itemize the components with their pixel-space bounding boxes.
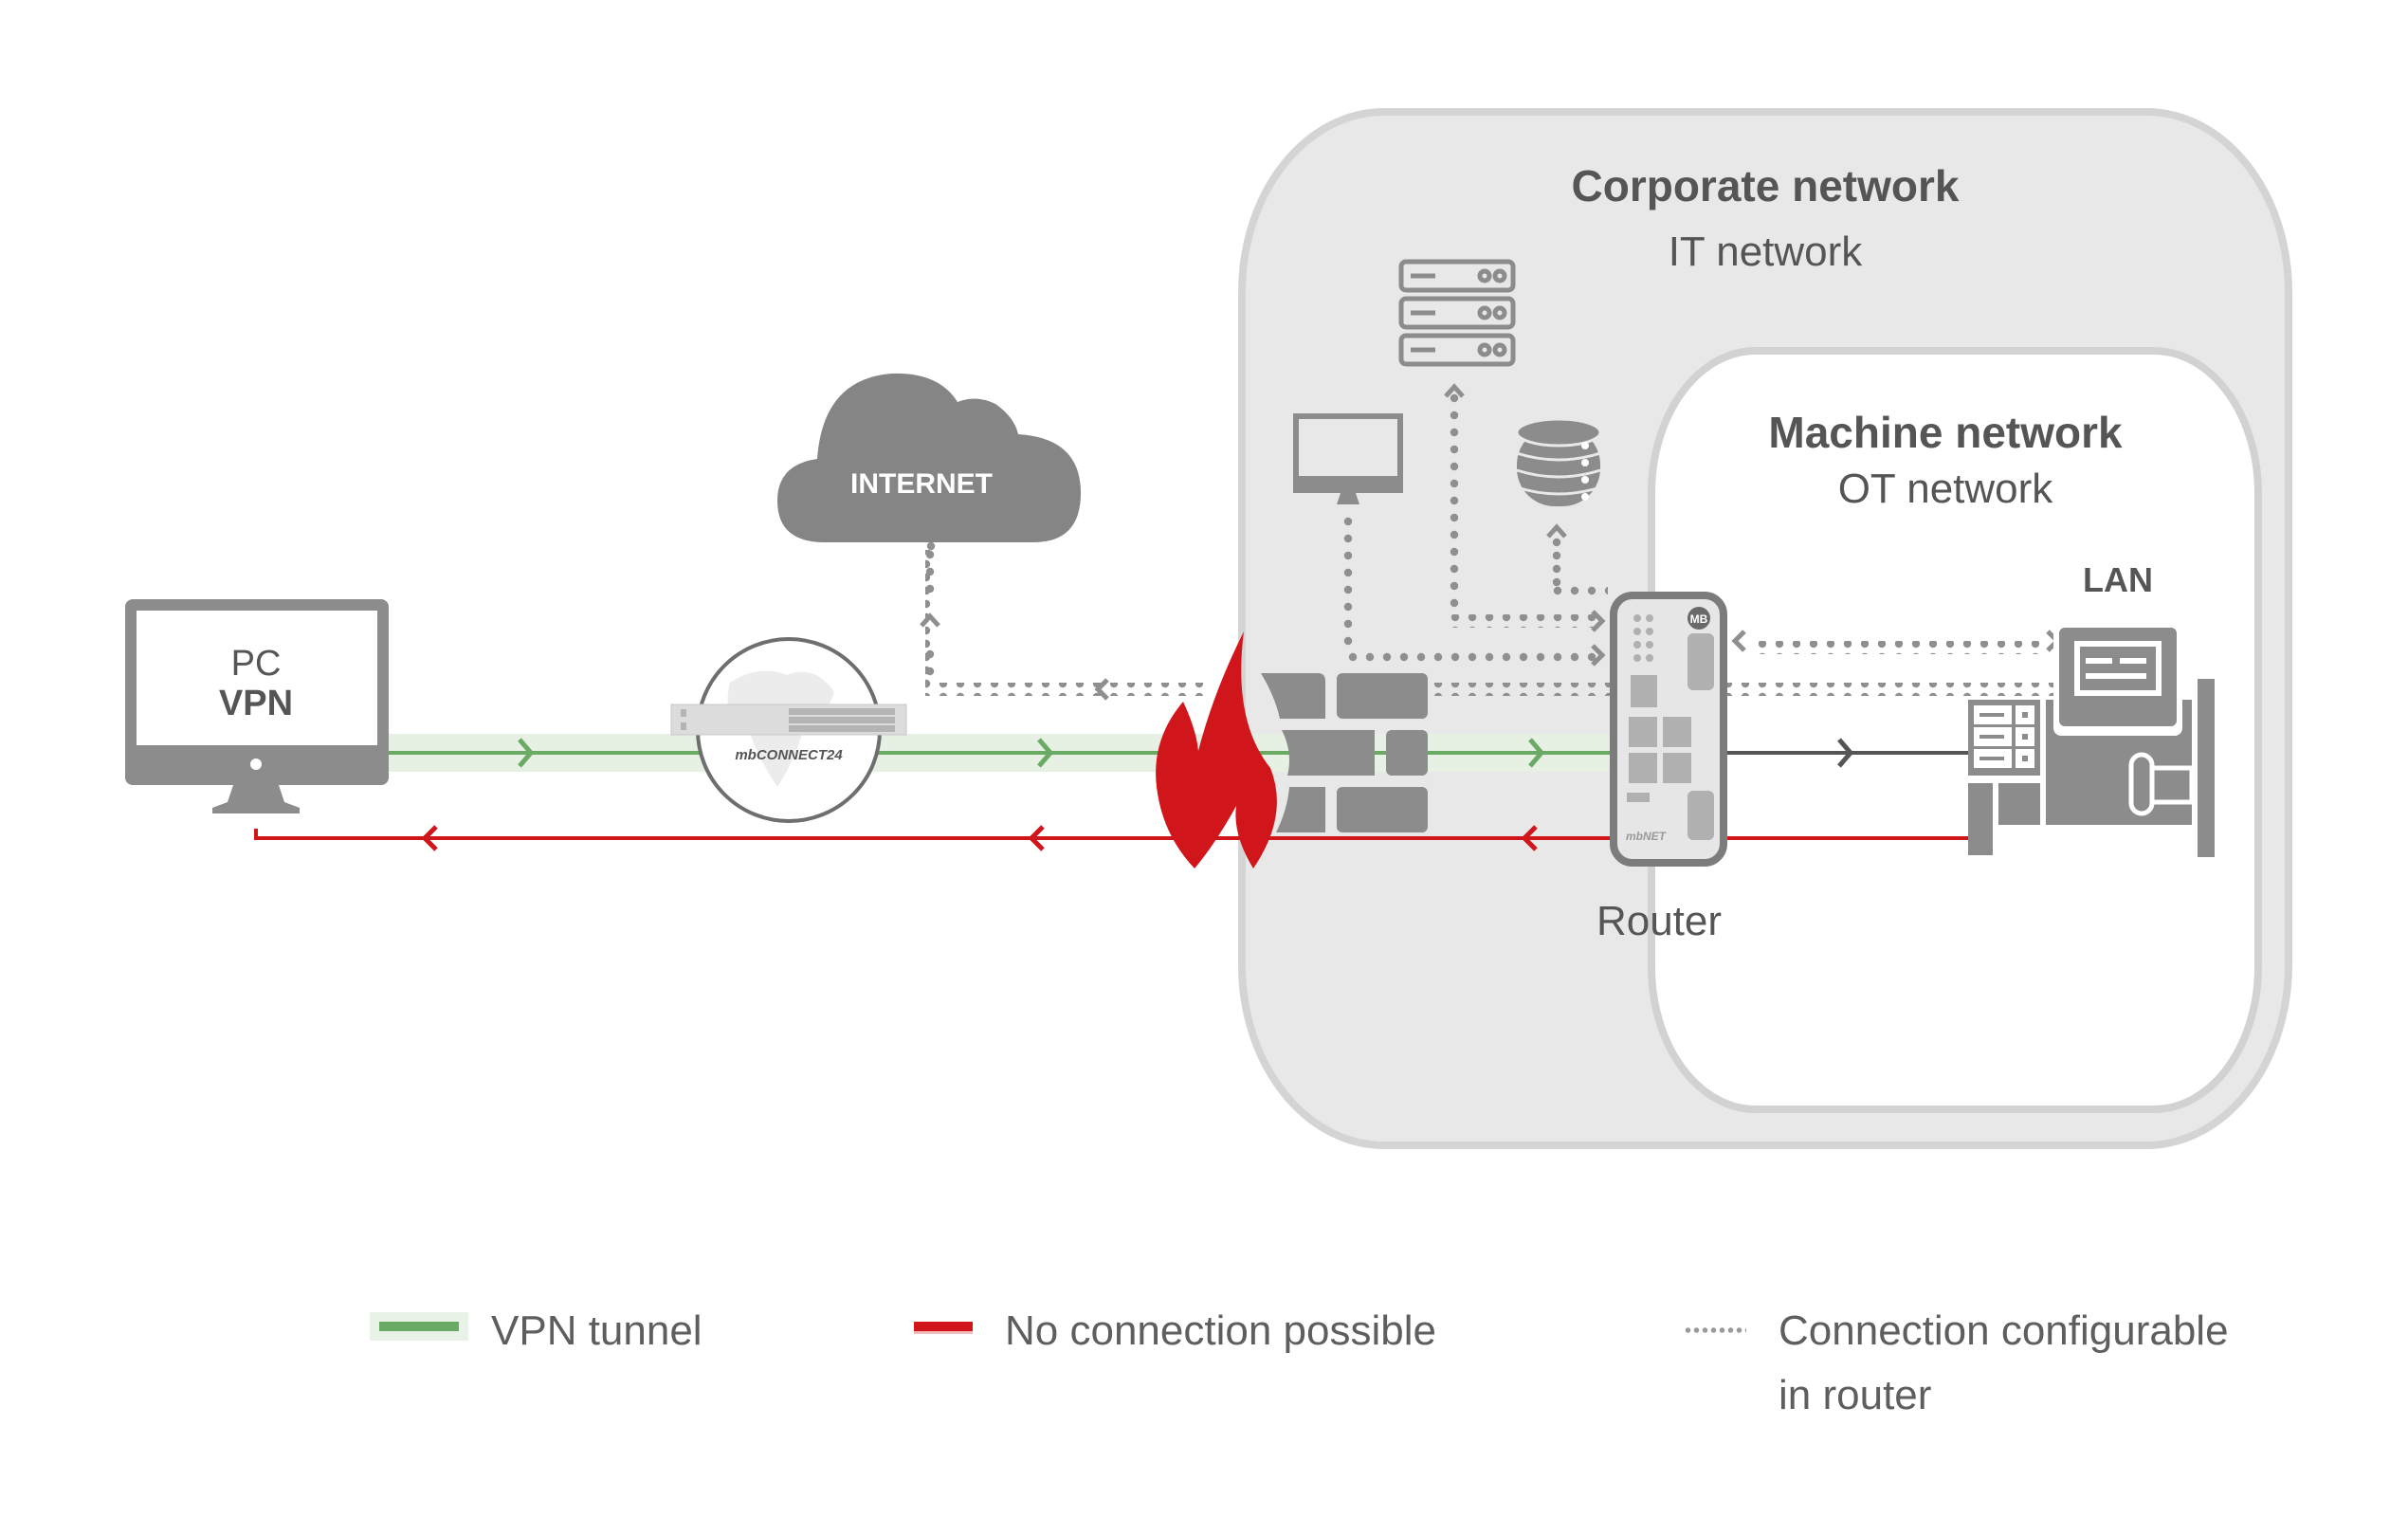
blocked-arrow-2 xyxy=(1028,825,1045,851)
legend-label-configurable-1: Connection configurable xyxy=(1779,1307,2229,1354)
database-icon xyxy=(1515,417,1602,506)
mbconnect24-server-icon: mbCONNECT24 xyxy=(670,637,907,823)
configurable-vertical-dots xyxy=(925,393,1561,676)
internet-dotted-link xyxy=(926,541,936,551)
legend-label-vpn: VPN tunnel xyxy=(491,1307,702,1354)
blocked-arrow-3 xyxy=(1521,825,1538,851)
it-monitor-icon xyxy=(1293,413,1403,504)
router-badge: MB xyxy=(1690,612,1708,626)
router-brand: mbNET xyxy=(1626,830,1668,843)
router-label: Router xyxy=(1596,898,1722,944)
legend-item-vpn-tunnel: VPN tunnel xyxy=(379,1299,702,1363)
machine-network-title: Machine network xyxy=(1768,408,2123,457)
legend-swatch-dotted xyxy=(1684,1327,1746,1333)
legend: VPN tunnel No connection possible Connec… xyxy=(0,1299,2408,1432)
pc-monitor-icon xyxy=(125,599,389,813)
firewall-wall-icon xyxy=(1261,673,1428,832)
configurable-connections xyxy=(925,550,2067,696)
firewall-fire-icon xyxy=(1156,631,1277,868)
legend-label-configurable-2: in router xyxy=(1779,1372,1932,1418)
lan-label: LAN xyxy=(2083,560,2153,599)
internet-cloud-icon xyxy=(777,373,1081,542)
vpn-arrow-3 xyxy=(1528,738,1545,768)
blocked-connection-line xyxy=(254,829,1972,840)
server-rack-icon xyxy=(1398,259,1516,367)
corporate-network-title: Corporate network xyxy=(1572,161,1960,210)
legend-item-configurable: Connection configurable in router xyxy=(1684,1299,2229,1428)
blocked-arrow-1 xyxy=(421,825,438,851)
vpn-arrow-1 xyxy=(518,738,535,768)
router-device-icon: MB mbNET xyxy=(1610,592,1727,867)
it-network-subtitle: IT network xyxy=(1669,228,1864,275)
vpn-arrow-2 xyxy=(1037,738,1054,768)
ot-network-subtitle: OT network xyxy=(1838,466,2054,512)
vpn-label: VPN xyxy=(219,684,293,723)
configurable-arrowheads xyxy=(920,383,2061,701)
router-machine-arrow xyxy=(1837,738,1854,768)
lan-machine-icon xyxy=(1968,628,2215,857)
mbconnect24-brand: mbCONNECT24 xyxy=(735,747,843,763)
legend-item-no-connection: No connection possible xyxy=(914,1299,1436,1363)
legend-swatch-green xyxy=(379,1322,459,1331)
internet-label: INTERNET xyxy=(850,468,993,500)
pc-label: PC xyxy=(231,644,282,684)
legend-label-blocked: No connection possible xyxy=(1005,1307,1436,1354)
legend-swatch-red xyxy=(914,1322,973,1331)
